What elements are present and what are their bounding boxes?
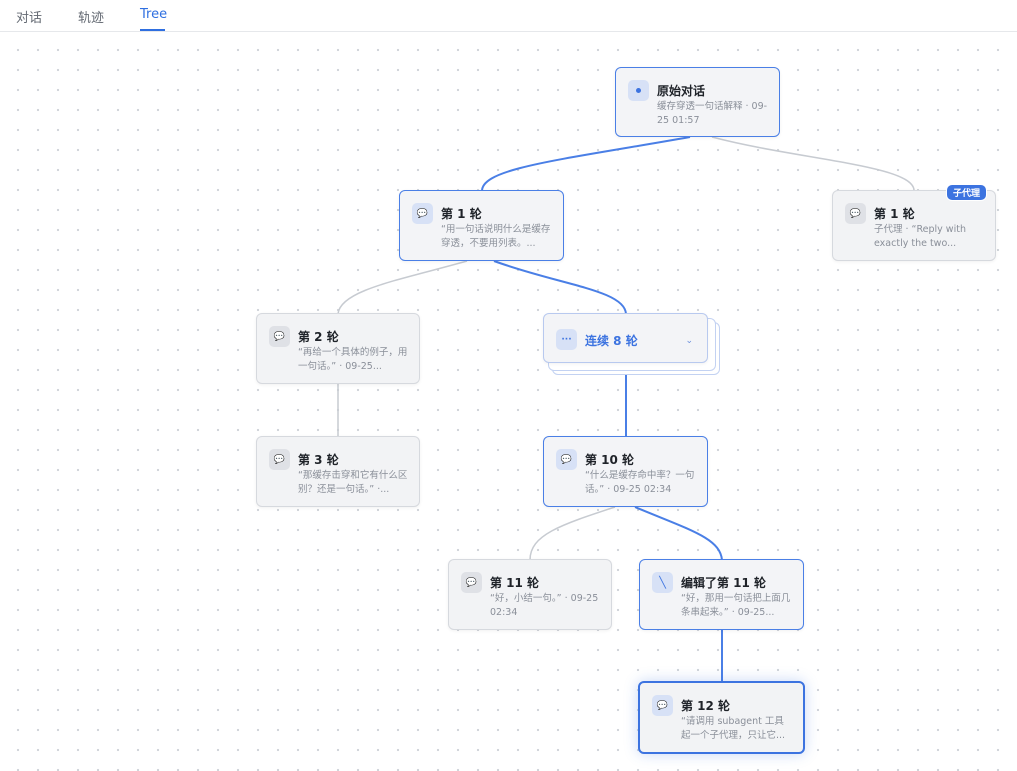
edge-root-subagent [711, 136, 915, 191]
chat-bubble-icon: 💬 [845, 203, 866, 224]
node-title: 第 2 轮 [298, 330, 339, 344]
edge-turn1-collapsed [493, 260, 627, 315]
edge-turn10-turn11 [529, 506, 616, 561]
tree-canvas[interactable] [0, 32, 1017, 771]
edge-turn1-turn2 [337, 260, 468, 315]
node-subtitle: “好，小结一句。” · 09-25 02:34 [490, 593, 599, 618]
tab-tree[interactable]: Tree [140, 7, 168, 22]
chat-bubble-icon: 💬 [269, 326, 290, 347]
dot-icon [628, 80, 649, 101]
tab-chat[interactable]: 对话 [16, 11, 43, 26]
tab-trajectory[interactable]: 轨迹 [78, 11, 105, 26]
node-title: 第 1 轮 [441, 207, 482, 221]
edge-turn10-edited11 [634, 506, 723, 561]
node-turn-12[interactable]: 💬 第 12 轮 “请调用 subagent 工具起一个子代理，只让它... [638, 681, 805, 754]
node-turn-1[interactable]: 💬 第 1 轮 “用一句话说明什么是缓存穿透，不要用列表。... [399, 190, 564, 261]
node-title: 第 10 轮 [585, 453, 635, 467]
active-tab-indicator [140, 29, 165, 31]
node-subtitle: “用一句话说明什么是缓存穿透，不要用列表。... [441, 224, 551, 249]
tab-bar: 对话 轨迹 Tree [0, 0, 1017, 32]
node-turn-3[interactable]: 💬 第 3 轮 “那缓存击穿和它有什么区别？还是一句话。” ·... [256, 436, 420, 507]
node-turn-10[interactable]: 💬 第 10 轮 “什么是缓存命中率？一句话。” · 09-25 02:34 [543, 436, 708, 507]
node-subtitle: “请调用 subagent 工具起一个子代理，只让它... [681, 716, 786, 741]
pencil-icon: ╲ [652, 572, 673, 593]
node-title: 第 11 轮 [490, 576, 540, 590]
chat-bubble-icon: 💬 [652, 695, 673, 716]
node-edited-turn-11[interactable]: ╲ 编辑了第 11 轮 “好，那用一句话把上面几条串起来。” · 09-25..… [639, 559, 804, 630]
node-subtitle: “好，那用一句话把上面几条串起来。” · 09-25... [681, 593, 791, 618]
chat-bubble-icon: 💬 [556, 449, 577, 470]
edge-root-turn1 [481, 136, 691, 192]
chevron-down-icon[interactable]: ⌄ [685, 336, 693, 346]
ellipsis-icon: ··· [556, 329, 577, 350]
chat-bubble-icon: 💬 [461, 572, 482, 593]
node-turn-2[interactable]: 💬 第 2 轮 “再给一个具体的例子，用一句话。” · 09-25... [256, 313, 420, 384]
subagent-badge: 子代理 [945, 184, 987, 201]
node-subtitle: “什么是缓存命中率？一句话。” · 09-25 02:34 [585, 470, 695, 495]
node-subtitle: “那缓存击穿和它有什么区别？还是一句话。” ·... [298, 470, 408, 495]
node-title: 第 1 轮 [874, 207, 915, 221]
node-title: 编辑了第 11 轮 [681, 576, 767, 590]
chat-bubble-icon: 💬 [269, 449, 290, 470]
collapsed-label: 连续 8 轮 [585, 334, 638, 348]
node-turn-11[interactable]: 💬 第 11 轮 “好，小结一句。” · 09-25 02:34 [448, 559, 612, 630]
node-subtitle: “再给一个具体的例子，用一句话。” · 09-25... [298, 347, 408, 372]
node-subtitle: 缓存穿透一句话解释 · 09-25 01:57 [657, 101, 768, 126]
chat-bubble-icon: 💬 [412, 203, 433, 224]
node-title: 第 12 轮 [681, 699, 731, 713]
node-subtitle: 子代理 · “Reply with exactly the two... [874, 224, 966, 249]
node-subagent-turn-1[interactable]: 子代理 💬 第 1 轮 子代理 · “Reply with exactly th… [832, 184, 996, 261]
node-root[interactable]: 原始对话 缓存穿透一句话解释 · 09-25 01:57 [615, 67, 780, 137]
node-title: 原始对话 [657, 84, 706, 98]
node-title: 第 3 轮 [298, 453, 339, 467]
node-collapsed-turns[interactable]: ··· 连续 8 轮 ⌄ [543, 313, 708, 363]
